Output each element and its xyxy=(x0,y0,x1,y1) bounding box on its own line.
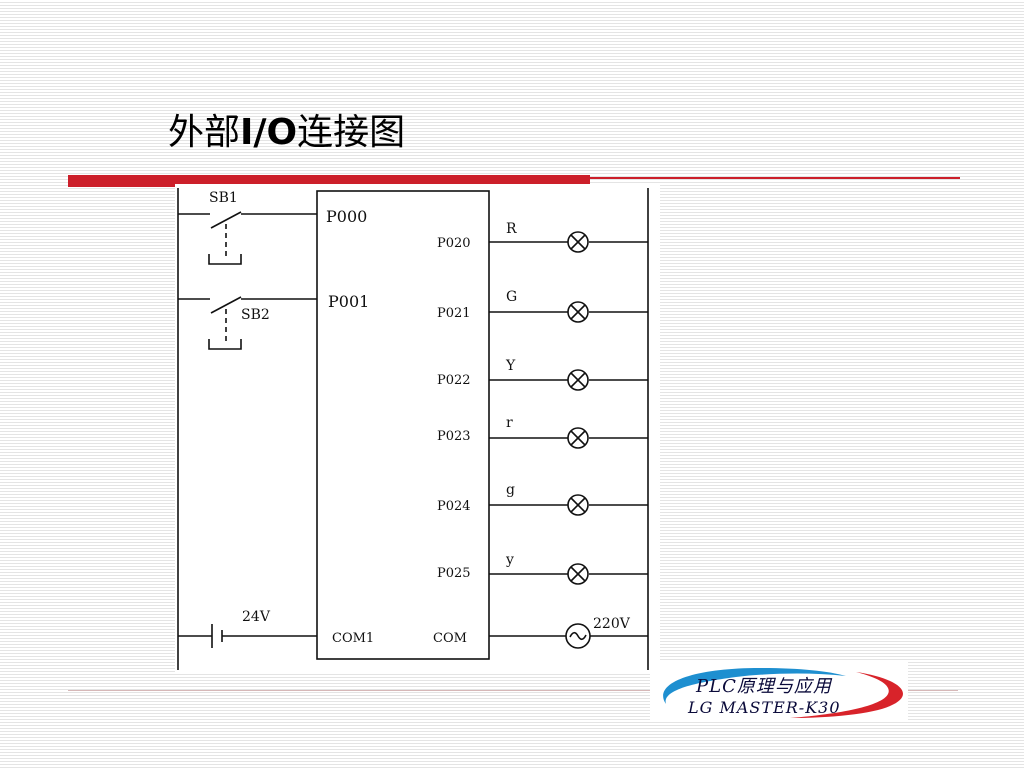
label-24v: 24V xyxy=(242,609,271,625)
footer-divider xyxy=(68,690,958,691)
plc-box xyxy=(316,190,490,660)
label-lamp-r-lower: r xyxy=(506,415,513,431)
label-p000: P000 xyxy=(326,207,367,226)
label-com: COM xyxy=(433,631,467,646)
output-row-p025 xyxy=(489,563,648,585)
output-row-p024 xyxy=(489,494,648,516)
switch-sb2 xyxy=(178,296,317,350)
output-row-p020 xyxy=(489,231,648,253)
logo-subtitle: LG MASTER-K30 xyxy=(688,698,841,717)
logo-swoosh xyxy=(663,668,903,718)
label-sb1: SB1 xyxy=(209,190,238,206)
label-lamp-g-lower: g xyxy=(506,482,515,498)
label-p023: P023 xyxy=(437,429,471,444)
label-220v: 220V xyxy=(593,616,631,632)
dc-source-24v xyxy=(178,624,317,648)
io-wiring-diagram: SB1 SB2 P000 P001 P020 P021 P022 P023 P0… xyxy=(175,184,660,672)
title-bold: I/O xyxy=(240,112,298,153)
label-p024: P024 xyxy=(437,499,471,514)
label-p020: P020 xyxy=(437,236,471,251)
output-row-p023 xyxy=(489,427,648,449)
label-p001: P001 xyxy=(328,292,369,311)
label-p021: P021 xyxy=(437,306,471,321)
title-underline-line xyxy=(590,177,960,179)
ac-source-220v xyxy=(489,623,648,649)
switch-sb1 xyxy=(178,211,317,265)
title-prefix: 外部 xyxy=(168,112,241,153)
slide-title: 外部I/O连接图 xyxy=(168,108,405,158)
label-lamp-y-lower: y xyxy=(505,552,514,568)
plc-course-logo: PLC原理与应用 LG MASTER-K30 xyxy=(650,660,908,722)
output-row-p021 xyxy=(489,301,648,323)
title-suffix: 连接图 xyxy=(297,112,406,153)
output-row-p022 xyxy=(489,369,648,391)
label-lamp-y-upper: Y xyxy=(505,358,516,374)
label-lamp-g-upper: G xyxy=(506,289,517,305)
wiring-svg: SB1 SB2 P000 P001 P020 P021 P022 P023 P0… xyxy=(177,188,649,670)
logo-title: PLC原理与应用 xyxy=(696,676,832,697)
label-p025: P025 xyxy=(437,566,471,581)
label-lamp-r-upper: R xyxy=(506,221,517,237)
label-com1: COM1 xyxy=(332,631,374,646)
label-p022: P022 xyxy=(437,373,471,388)
label-sb2: SB2 xyxy=(241,307,270,323)
